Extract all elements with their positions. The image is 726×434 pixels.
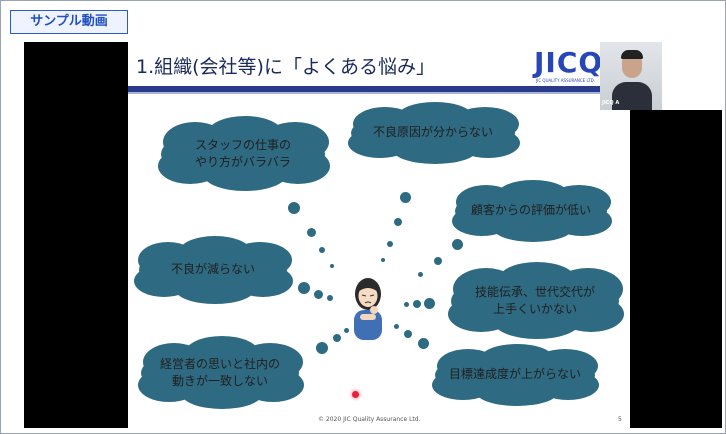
worry-text: 不良が減らない [170, 262, 255, 277]
thought-dot [330, 264, 334, 268]
thought-dot [434, 257, 442, 265]
thought-dot [394, 218, 402, 226]
title-underline-light [128, 92, 630, 94]
worry-cloud-3: 顧客からの評価が低い [444, 178, 618, 244]
worry-cloud-2: 不良原因が分からない [340, 100, 526, 166]
cloud-shape [138, 336, 304, 409]
thought-dot [452, 239, 463, 250]
slide-footer: © 2020 JIC Quality Assurance Ltd. [318, 416, 421, 423]
worry-cloud-4: 不良が減らない [128, 234, 298, 306]
thought-dot [404, 302, 409, 307]
thought-dot [394, 324, 399, 329]
sample-video-tag: サンプル動画 [10, 10, 128, 34]
worry-cloud-1: スタッフの仕事の やり方がバラバラ [150, 114, 336, 194]
cloud-shape [452, 180, 612, 242]
worry-text: 経営者の思いと社内の 動きが一致しない [159, 356, 280, 388]
presenter-video-thumbnail[interactable]: JICQ A [600, 42, 662, 110]
thought-dot [307, 228, 316, 237]
video-label: JICQ A [602, 100, 620, 106]
laser-pointer-dot [352, 391, 359, 398]
thought-dot [413, 300, 421, 308]
letterbox-right [630, 110, 722, 428]
thought-dot [288, 202, 300, 214]
worry-text: 顧客からの評価が低い [470, 203, 591, 218]
presentation-slide: 1.組織(会社等)に「よくある悩み」 JICQ JIC QUALITY ASSU… [128, 42, 630, 428]
title-underline [128, 86, 630, 92]
cloud-shape [134, 236, 293, 304]
worry-cloud-6: 経営者の思いと社内の 動きが一致しない [130, 334, 310, 412]
thought-dot [418, 272, 423, 277]
cloud-shape [158, 116, 330, 191]
letterbox-left [24, 42, 128, 428]
thought-dot [319, 247, 325, 253]
presenter-hair [621, 50, 643, 59]
slide-title: 1.組織(会社等)に「よくある悩み」 [136, 56, 435, 78]
thought-dot [387, 241, 393, 247]
thought-dot [418, 338, 429, 349]
jicq-logo: JICQ [534, 46, 604, 79]
cloud-shape [348, 102, 520, 164]
thought-dot [404, 330, 412, 338]
cloud-shape [448, 262, 624, 339]
presenter-body [612, 82, 652, 110]
worry-text: 目標達成度が上がらない [448, 367, 581, 382]
worried-woman-illustration [354, 278, 382, 340]
worry-text: スタッフの仕事の やり方がバラバラ [194, 137, 291, 169]
slide-page-number: 5 [618, 416, 622, 423]
worry-cloud-7: 目標達成度が上がらない [424, 342, 606, 408]
thought-dot [298, 282, 310, 294]
logo-subtitle: JIC QUALITY ASSURANCE LTD. [536, 78, 595, 83]
thought-dot [316, 342, 328, 354]
thought-dot [400, 192, 411, 203]
thought-dot [327, 295, 333, 301]
worry-text: 不良原因が分からない [372, 125, 493, 140]
thought-dot [344, 328, 349, 333]
worry-text: 技能伝承、世代交代が 上手くいかない [474, 284, 595, 316]
worry-cloud-5: 技能伝承、世代交代が 上手くいかない [440, 260, 630, 342]
thought-dot [314, 290, 323, 299]
thought-dot [424, 298, 435, 309]
thought-dot [333, 334, 341, 342]
cloud-shape [432, 344, 599, 406]
thought-dot [381, 258, 385, 262]
